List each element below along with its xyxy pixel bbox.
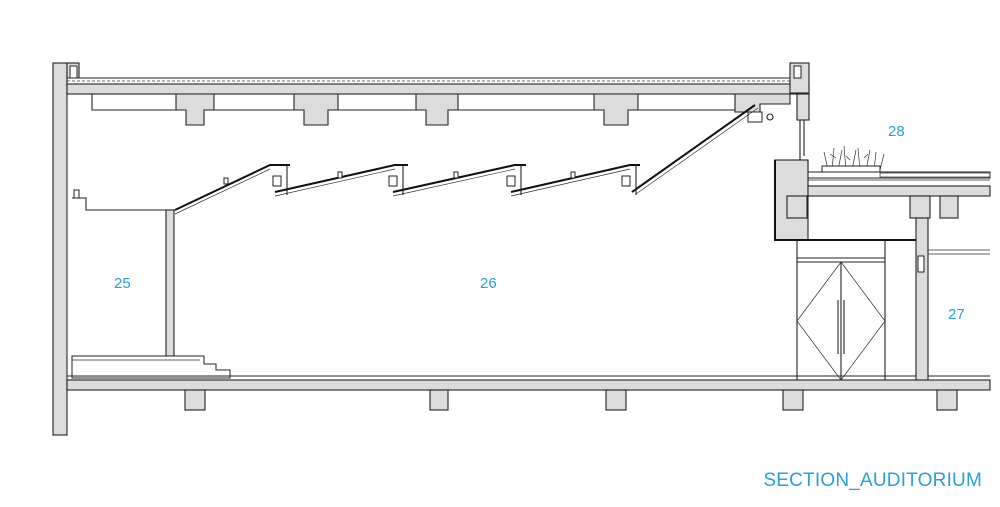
room-label-27: 27 — [948, 306, 965, 323]
green-roof — [774, 145, 991, 241]
drawing-caption: SECTION_AUDITORIUM — [763, 470, 982, 491]
plant-bushes — [821, 145, 885, 173]
room-label-25: 25 — [114, 275, 131, 292]
left-wall — [52, 62, 80, 436]
stage-structure — [71, 189, 231, 379]
floor-slab — [66, 375, 991, 411]
room-label-26: 26 — [480, 275, 497, 292]
ceiling-light-fixtures — [223, 171, 631, 187]
room-label-28: 28 — [888, 123, 905, 140]
control-booth — [747, 93, 810, 186]
room-27-structure — [796, 217, 990, 381]
roof-slab — [66, 62, 810, 95]
stepped-ceiling — [174, 104, 759, 215]
roof-beams — [91, 93, 791, 126]
double-door — [796, 261, 886, 381]
